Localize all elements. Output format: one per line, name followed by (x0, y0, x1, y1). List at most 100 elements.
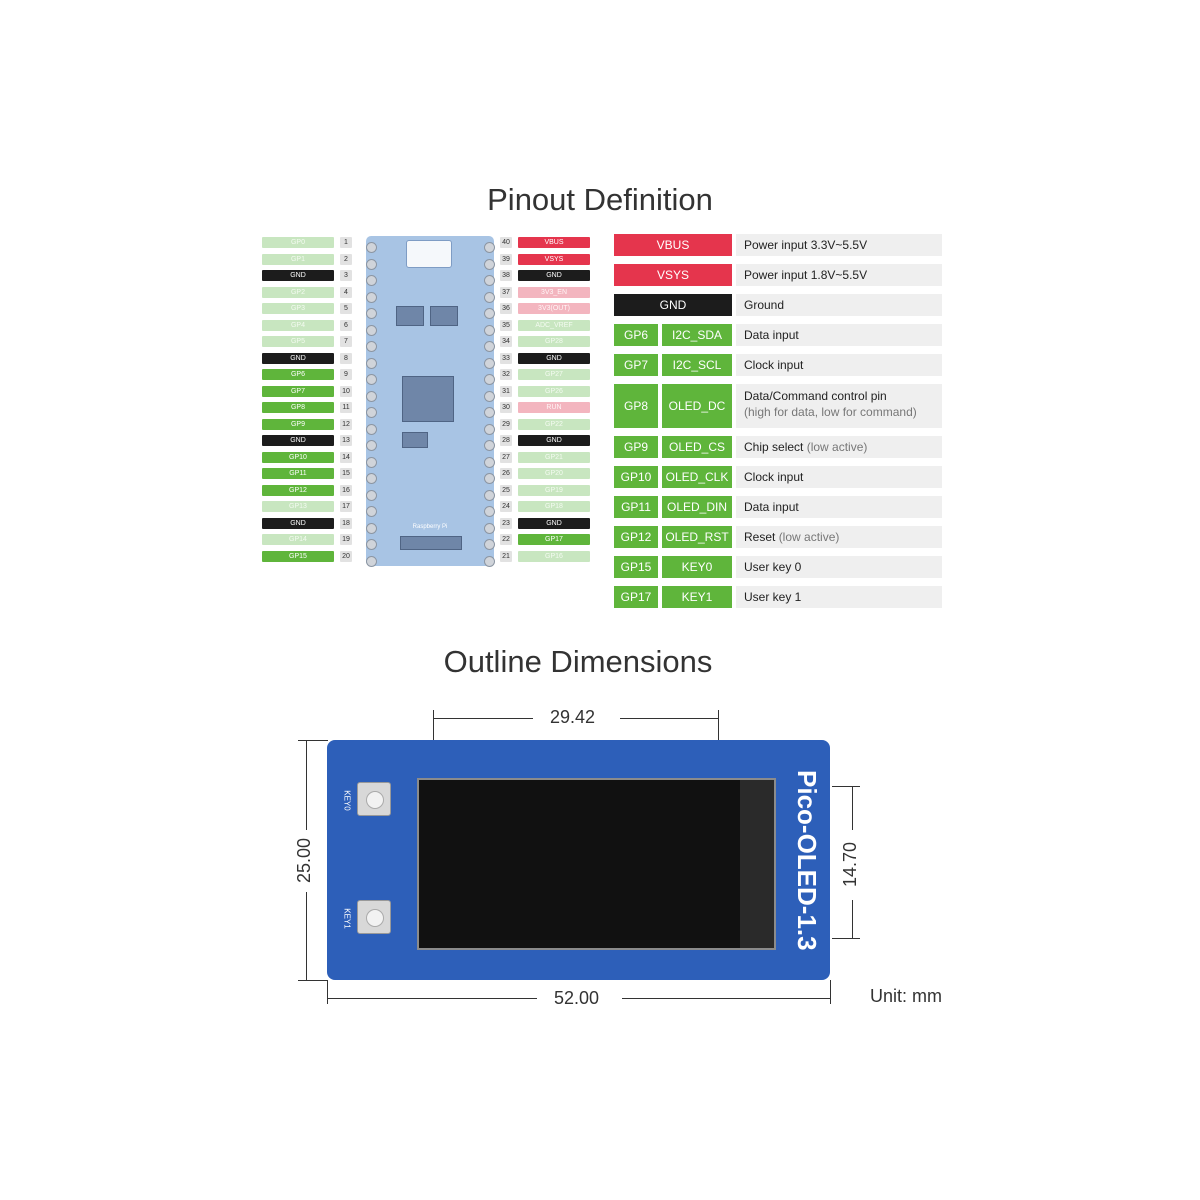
function-tag: I2C_SCL (662, 354, 732, 376)
left-pin-number: 19 (340, 534, 352, 545)
left-pin-number: 7 (340, 336, 352, 347)
dim-right-tick-bottom (832, 938, 860, 939)
dim-top-line-left (433, 718, 533, 719)
left-pin-label: GND (262, 435, 334, 446)
right-pin-number: 24 (500, 501, 512, 512)
left-pin-label: GP13 (262, 501, 334, 512)
pin-holes-left (366, 242, 377, 567)
function-tag: OLED_DIN (662, 496, 732, 518)
dim-left-line-top (306, 740, 307, 830)
description-text: Chip select (744, 440, 807, 454)
left-pin-label: GP6 (262, 369, 334, 380)
left-pin-label: GND (262, 352, 334, 364)
pin-hole (366, 374, 377, 385)
left-pin-number: 11 (340, 402, 352, 413)
left-pin-number: 18 (340, 517, 352, 529)
pin-hole (366, 522, 377, 534)
pin-hole (484, 341, 495, 352)
left-pin-number: 13 (340, 435, 352, 446)
pin-hole (484, 539, 495, 550)
pin-hole (484, 308, 495, 319)
dim-bottom-tick-right (830, 980, 831, 1004)
function-tag: OLED_RST (662, 526, 732, 548)
description-text: Data/Command control pin (744, 389, 887, 403)
dim-right-line-top (852, 786, 853, 830)
dim-left-tick-top (298, 740, 328, 741)
description-text: Power input 1.8V~5.5V (744, 268, 868, 282)
left-pin-label: GND (262, 270, 334, 281)
pin-hole (366, 258, 377, 270)
function-description: User key 1 (736, 586, 942, 608)
pin-hole (366, 539, 377, 550)
pin-hole (484, 390, 495, 402)
left-pin-label: GP14 (262, 534, 334, 545)
right-pin-number: 40 (500, 237, 512, 248)
left-pin-number: 10 (340, 385, 352, 397)
right-pin-label: GND (518, 352, 590, 364)
left-pin-label: GP0 (262, 237, 334, 248)
pin-hole (484, 324, 495, 336)
right-pin-label: GP18 (518, 501, 590, 512)
left-pin-number: 5 (340, 303, 352, 314)
right-pin-number: 29 (500, 418, 512, 430)
function-description: Clock input (736, 354, 942, 376)
dim-top-tick-right (718, 710, 719, 742)
gpio-tag: GP10 (614, 466, 658, 488)
right-pin-number: 27 (500, 451, 512, 463)
pin-hole (484, 242, 495, 253)
right-pin-label: GP27 (518, 369, 590, 380)
gpio-tag: GP12 (614, 526, 658, 548)
pin-hole (366, 275, 377, 286)
key0-button[interactable] (357, 782, 391, 816)
right-pin-label: GND (518, 435, 590, 446)
dim-bottom-label: 52.00 (554, 988, 600, 1008)
right-pin-row: 24 GP18 (500, 500, 590, 513)
left-pin-label: GP7 (262, 385, 334, 397)
pin-hole (366, 357, 377, 369)
left-pin-number: 6 (340, 319, 352, 331)
left-pin-label: GP12 (262, 484, 334, 496)
left-pin-row: GND 13 (262, 434, 352, 447)
right-pin-label: GP22 (518, 418, 590, 430)
function-description: Data input (736, 324, 942, 346)
pin-hole (366, 440, 377, 451)
gpio-tag: GP15 (614, 556, 658, 578)
dim-left-line-bottom (306, 892, 307, 980)
dim-top-label: 29.42 (550, 707, 596, 727)
crystal (402, 432, 428, 448)
key1-button[interactable] (357, 900, 391, 934)
dim-bottom-line-left (327, 998, 537, 999)
pin-hole (366, 473, 377, 484)
dim-top-line-right (620, 718, 718, 719)
right-pin-number: 30 (500, 402, 512, 413)
description-text: User key 0 (744, 560, 802, 574)
right-pin-number: 32 (500, 369, 512, 380)
right-pin-number: 36 (500, 303, 512, 314)
key0-label: KEY0 (342, 790, 352, 811)
right-pin-label: GP26 (518, 385, 590, 397)
left-pin-number: 16 (340, 484, 352, 496)
board-name: Pico-OLED-1.3 (792, 770, 822, 951)
left-pin-row: GP7 10 (262, 385, 352, 398)
regulator-chip (430, 306, 458, 326)
right-pin-label: GP17 (518, 534, 590, 545)
description-text: Ground (744, 298, 785, 312)
pin-hole (484, 555, 495, 567)
